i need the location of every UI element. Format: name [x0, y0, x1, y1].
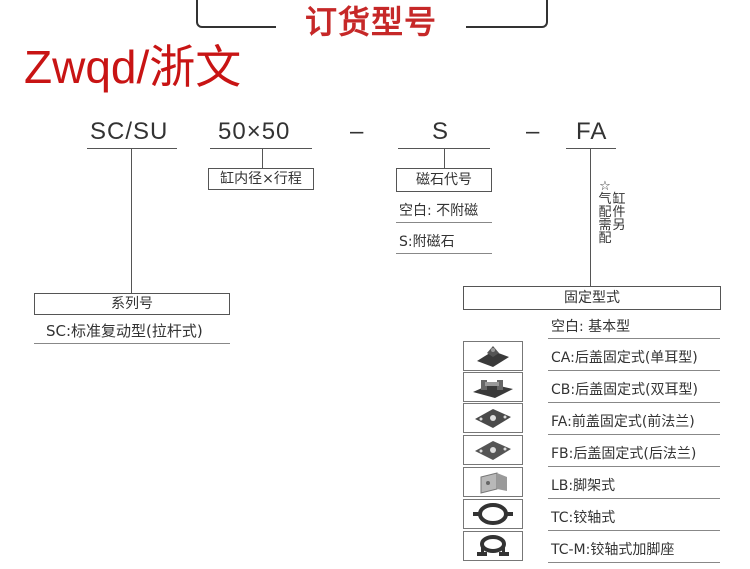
mount-row-fa: FA:前盖固定式(前法兰): [551, 414, 695, 430]
connector-magnet: [444, 148, 445, 168]
page-title: 订货型号: [276, 2, 466, 42]
mount-row-ca: CA:后盖固定式(单耳型): [551, 350, 698, 366]
trunnion-foot-icon: [463, 531, 523, 561]
mount-divider-2: [548, 402, 720, 403]
series-divider: [34, 343, 230, 344]
mount-row-cb: CB:后盖固定式(双耳型): [551, 382, 699, 398]
trunnion-icon: [463, 499, 523, 529]
mount-divider-4: [548, 466, 720, 467]
magnet-divider-2: [396, 253, 492, 254]
code-dash-1: –: [350, 118, 365, 145]
code-magnet: S: [432, 118, 450, 145]
underline-mount: [566, 148, 616, 149]
mount-divider-7: [548, 562, 720, 563]
mount-row-fb: FB:后盖固定式(后法兰): [551, 446, 697, 462]
code-series: SC/SU: [90, 118, 169, 145]
rear-single-ear-icon: [463, 341, 523, 371]
mount-label-box: 固定型式: [463, 286, 721, 310]
brand-text: Zwqd/浙文: [24, 41, 242, 93]
connector-mount: [590, 148, 591, 286]
note-column-1: ☆气配需配: [598, 179, 612, 246]
mount-divider-5: [548, 498, 720, 499]
connector-series: [131, 148, 132, 293]
underline-series: [87, 148, 177, 149]
magnet-label-box: 磁石代号: [396, 168, 492, 192]
series-label-box: 系列号: [34, 293, 230, 315]
mount-divider-1: [548, 370, 720, 371]
connector-size: [262, 148, 263, 168]
foot-bracket-icon: [463, 467, 523, 497]
mount-divider-3: [548, 434, 720, 435]
rear-flange-icon: [463, 435, 523, 465]
mount-divider-0: [548, 338, 720, 339]
underline-size: [210, 148, 312, 149]
mount-row-basic: 空白: 基本型: [551, 319, 631, 335]
mount-row-tc-m: TC-M:铰轴式加脚座: [551, 542, 675, 558]
front-flange-icon: [463, 403, 523, 433]
series-value: SC:标准复动型(拉杆式): [46, 322, 203, 340]
rear-double-ear-icon: [463, 372, 523, 402]
magnet-option-s: S:附磁石: [399, 234, 455, 250]
note-column-2: 缸件另: [612, 192, 626, 233]
mount-row-lb: LB:脚架式: [551, 478, 616, 494]
magnet-divider-1: [396, 222, 492, 223]
code-mount: FA: [576, 118, 608, 145]
size-label-box: 缸内径×行程: [208, 168, 314, 190]
mount-divider-6: [548, 530, 720, 531]
code-dash-2: –: [526, 118, 541, 145]
code-size: 50×50: [218, 118, 291, 145]
magnet-option-blank: 空白: 不附磁: [399, 203, 479, 219]
mount-row-tc: TC:铰轴式: [551, 510, 616, 526]
